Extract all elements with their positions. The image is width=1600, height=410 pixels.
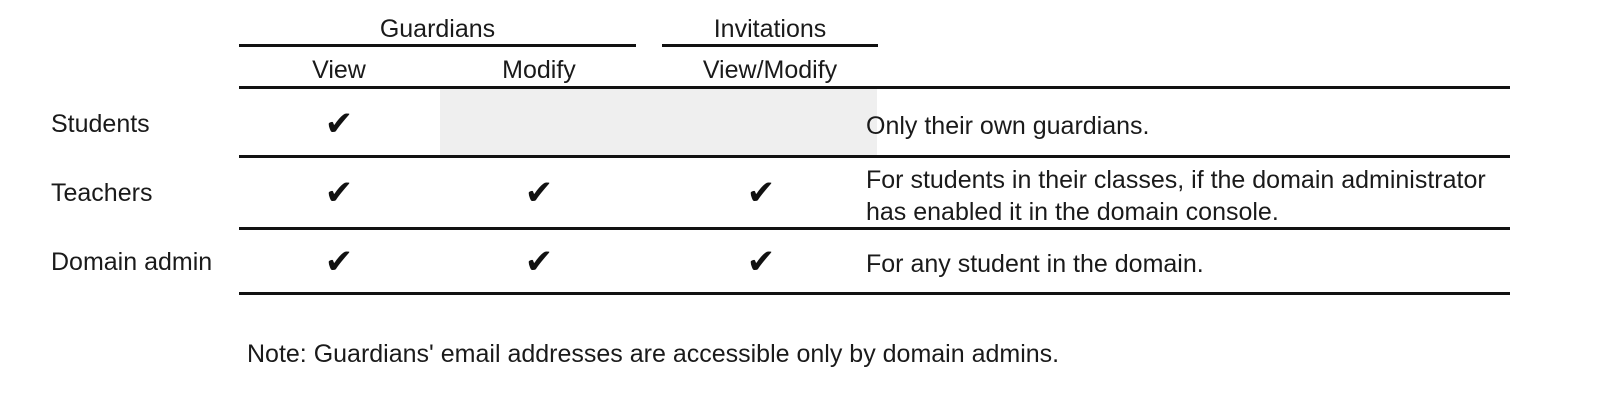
checkmark-domain-admin-guardians-modify: ✔ xyxy=(524,242,554,282)
description-students: Only their own guardians. xyxy=(866,112,1150,140)
description-teachers-line-2: has enabled it in the domain console. xyxy=(866,198,1279,226)
checkmark-domain-admin-guardians-view: ✔ xyxy=(324,242,354,282)
table-bottom-rule xyxy=(239,292,1510,295)
checkmark-students-guardians-view: ✔ xyxy=(324,104,354,144)
description-teachers-line-1: For students in their classes, if the do… xyxy=(866,166,1486,194)
group-rule-guardians xyxy=(239,44,636,47)
row-label-students: Students xyxy=(51,110,150,138)
row-label-domain-admin: Domain admin xyxy=(51,248,213,276)
row-label-teachers: Teachers xyxy=(51,179,153,207)
checkmark-teachers-guardians-modify: ✔ xyxy=(524,173,554,213)
checkmark-teachers-guardians-view: ✔ xyxy=(324,173,354,213)
column-group-header-guardians: Guardians xyxy=(379,15,496,43)
checkmark-domain-admin-invitations-view-modify: ✔ xyxy=(746,242,776,282)
description-domain-admin: For any student in the domain. xyxy=(866,250,1204,278)
footnote-text: Note: Guardians' email addresses are acc… xyxy=(247,340,1060,368)
column-header-view-modify: View/Modify xyxy=(702,56,838,84)
row-rule-after-teachers xyxy=(239,227,1510,230)
column-header-view: View xyxy=(312,56,366,84)
table-header-rule xyxy=(239,86,1510,89)
row-rule-after-students xyxy=(239,155,1510,158)
description-teachers: For students in their classes, if the do… xyxy=(866,164,1516,228)
column-header-modify: Modify xyxy=(502,56,576,84)
checkmark-teachers-invitations-view-modify: ✔ xyxy=(746,173,776,213)
group-rule-invitations xyxy=(662,44,878,47)
column-group-header-invitations: Invitations xyxy=(713,15,827,43)
shaded-cell-students-modify-invitations xyxy=(440,89,877,155)
